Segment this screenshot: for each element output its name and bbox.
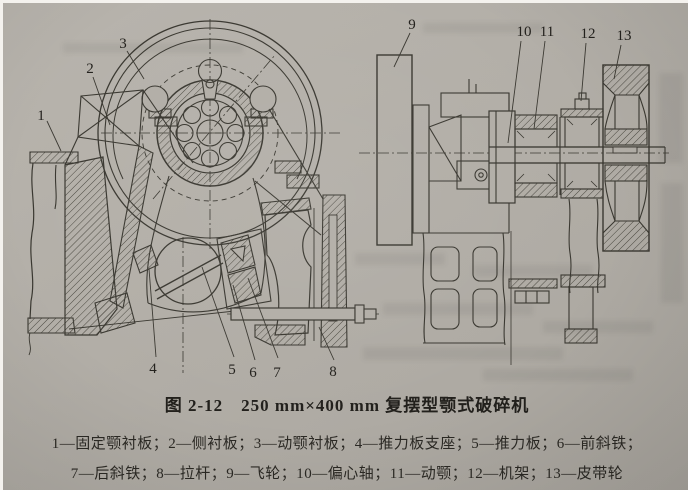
- callout-label-12: 12: [581, 26, 596, 42]
- callout-leaders-right: [393, 32, 622, 144]
- bearing-block-left: [514, 114, 561, 198]
- callout-label-6: 6: [249, 365, 257, 381]
- frame-left-wall: [27, 151, 79, 356]
- frame-lower-structure: [422, 198, 606, 346]
- flywheel-rim-circles: [97, 20, 323, 246]
- callout-label-13: 13: [617, 28, 632, 44]
- bearing-block-right: [560, 92, 604, 199]
- jaw-crusher-technical-drawing: 1 2 3 4 5 6 7 8 9 10 11 12 13: [27, 17, 669, 381]
- lifting-eye: [197, 58, 223, 100]
- legend-line-2: 7—后斜铁；8—拉杆；9—飞轮；10—偏心轴；11—动颚；12—机架；13—皮带…: [70, 466, 624, 482]
- callout-numbers: 1 2 3 4 5 6 7 8 9 10 11 12 13: [37, 17, 631, 381]
- flywheel-side: [376, 54, 413, 246]
- callout-label-2: 2: [86, 61, 94, 77]
- belt-pulley: [602, 64, 650, 252]
- bearing-balls: [175, 98, 245, 168]
- callout-label-10: 10: [517, 24, 532, 40]
- legend-line-1: 1—固定颚衬板；2—侧衬板；3—动颚衬板；4—推力板支座；5—推力板；6—前斜铁…: [51, 436, 643, 452]
- callout-label-5: 5: [228, 362, 236, 378]
- figure-caption: 图 2-12 250 mm×400 mm 复摆型颚式破碎机: [164, 396, 530, 415]
- callout-label-1: 1: [37, 108, 45, 124]
- callout-label-11: 11: [540, 24, 554, 40]
- callout-label-7: 7: [273, 365, 281, 381]
- callout-label-3: 3: [119, 36, 127, 52]
- toggle-plate-mechanism: [132, 228, 272, 310]
- callout-label-9: 9: [408, 17, 416, 33]
- callout-label-4: 4: [149, 361, 157, 377]
- callout-label-8: 8: [329, 364, 337, 380]
- left-view-front-section: [27, 19, 379, 373]
- callout-leaders-left: [46, 50, 335, 361]
- right-view-side-section: [359, 32, 669, 365]
